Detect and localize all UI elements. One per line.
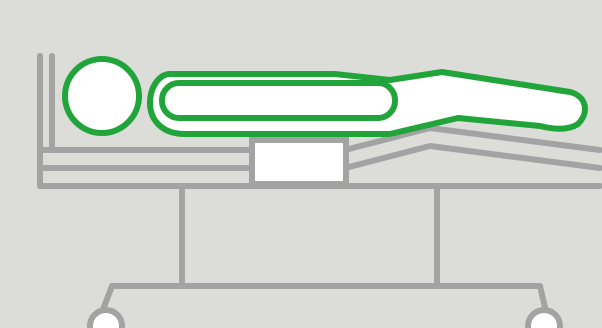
patient-arm [162,83,395,118]
bed-lower-rail-right [345,146,600,168]
patient-head [65,59,139,133]
lying-patient-icon [65,59,585,134]
right-wheel-icon [528,310,560,328]
bed-mattress-block [252,140,346,184]
left-wheel-icon [90,310,122,328]
